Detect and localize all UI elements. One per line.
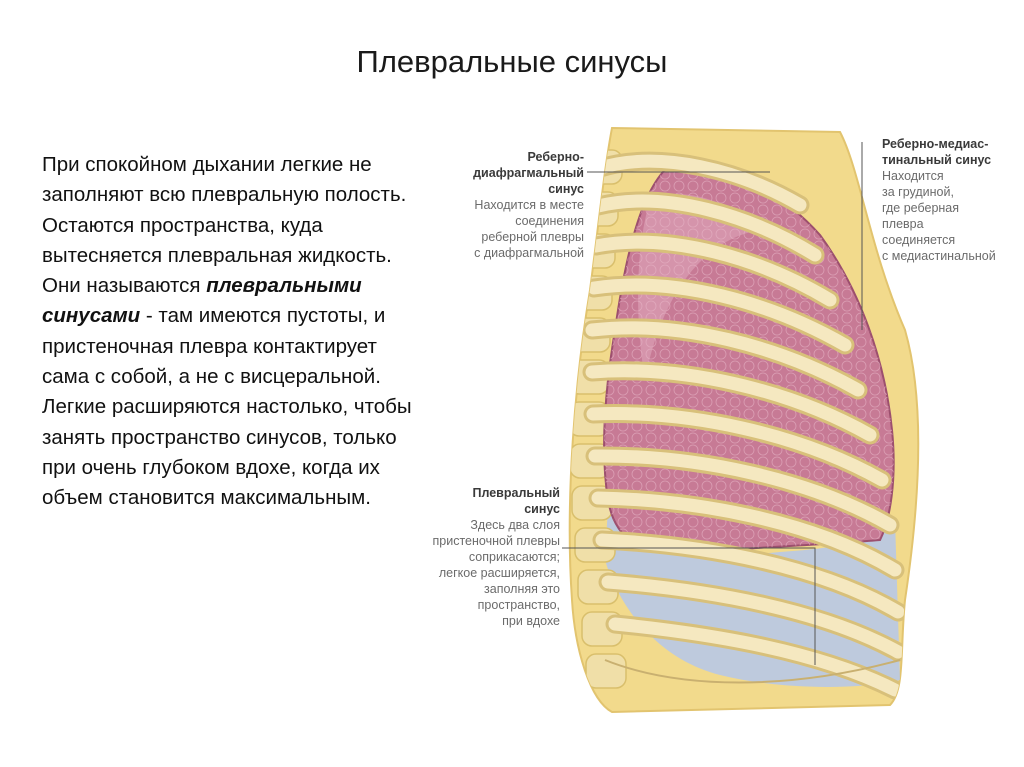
label-ps-heading-1: Плевральный: [472, 486, 560, 500]
label-cdf-heading-2: диафрагмальный: [473, 166, 584, 180]
label-cm-desc-6: с медиастинальной: [882, 249, 996, 263]
label-cdf-heading-1: Реберно-: [527, 150, 584, 164]
label-costodiaphragmatic-sinus: Реберно- диафрагмальный синус Находится …: [440, 149, 584, 261]
label-ps-desc-3: соприкасаются;: [468, 550, 560, 564]
body-text-part1: При спокойном дыхании легкие не заполняю…: [42, 153, 407, 298]
label-ps-heading-2: синус: [524, 502, 560, 516]
label-cm-desc-1: Находится: [882, 169, 944, 183]
ribs: [582, 151, 908, 700]
label-ps-desc-7: при вдохе: [502, 614, 560, 628]
label-ps-desc-5: заполняя это: [484, 582, 560, 596]
label-cdf-desc-2: соединения: [515, 214, 584, 228]
body-text: При спокойном дыхании легкие не заполняю…: [42, 150, 422, 514]
label-cdf-desc-4: с диафрагмальной: [474, 246, 584, 260]
label-cm-heading-1: Реберно-медиас-: [882, 137, 989, 151]
body-text-part2: - там имеются пустоты, и пристеночная пл…: [42, 304, 412, 510]
label-cm-desc-5: соединяется: [882, 233, 956, 247]
label-ps-desc-1: Здесь два слоя: [470, 518, 560, 532]
leader-lines: [562, 142, 863, 665]
body-text-emphasis: плевральными синусами: [42, 274, 362, 328]
label-cdf-desc-3: реберной плевры: [481, 230, 584, 244]
label-cdf-heading-3: синус: [548, 182, 584, 196]
label-cdf-desc-1: Находится в месте: [474, 198, 584, 212]
slide-title: Плевральные синусы: [356, 44, 668, 79]
label-ps-desc-4: легкое расширяется,: [438, 566, 560, 580]
label-cm-desc-2: за грудиной,: [882, 185, 954, 199]
diaphragm-line: [604, 659, 901, 684]
label-pleural-sinus: Плевральный синус Здесь два слоя пристен…: [400, 485, 560, 629]
label-ps-desc-6: пространство,: [477, 598, 560, 612]
label-costomediastinal-sinus: Реберно-медиас- тинальный синус Находитс…: [882, 136, 1022, 264]
label-cm-desc-3: где реберная: [882, 201, 960, 215]
label-cm-desc-4: плевра: [882, 217, 924, 231]
label-ps-desc-2: пристеночной плевры: [432, 534, 560, 548]
label-cm-heading-2: тинальный синус: [882, 153, 992, 167]
